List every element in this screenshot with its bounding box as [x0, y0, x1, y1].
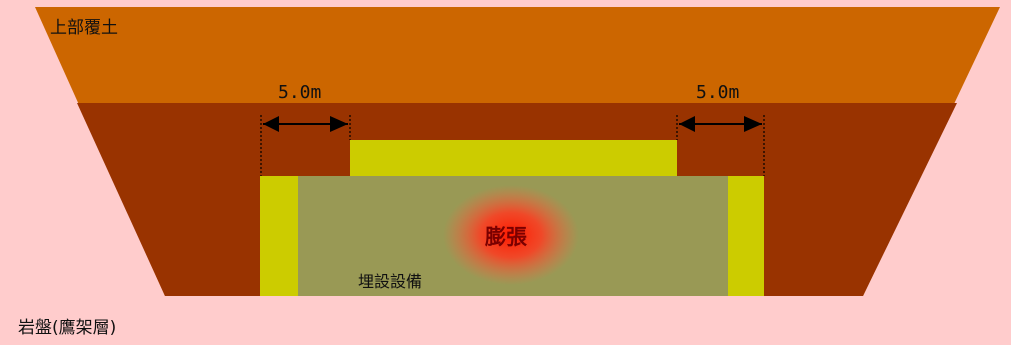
clearance-label-left: 5.0m: [278, 82, 321, 103]
expansion-glow: [443, 185, 579, 285]
bedrock-label: 岩盤(鷹架層): [18, 317, 116, 338]
clearance-label-right: 5.0m: [696, 82, 739, 103]
facility-label: 埋設設備: [358, 272, 422, 291]
expansion-label: 膨張: [485, 225, 528, 249]
bentonite-right: [728, 176, 764, 296]
bentonite-top: [350, 140, 677, 176]
overburden-label: 上部覆土: [50, 18, 118, 38]
bentonite-left: [260, 176, 298, 296]
